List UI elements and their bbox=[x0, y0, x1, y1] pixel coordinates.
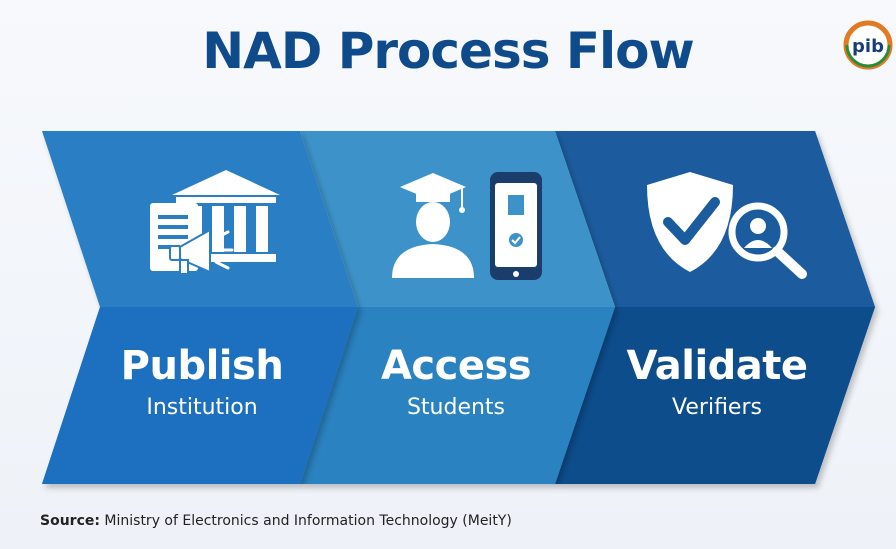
institution-publish-icon bbox=[150, 170, 280, 275]
verify-shield-icon bbox=[647, 172, 807, 279]
source-note: Source: Ministry of Electronics and Info… bbox=[40, 513, 512, 529]
student-mobile-icon bbox=[392, 172, 542, 280]
source-label: Source: bbox=[40, 513, 100, 529]
step-3-title: Validate bbox=[626, 343, 808, 389]
step-1-title: Publish bbox=[120, 343, 284, 389]
step-1-label: Publish Institution bbox=[82, 343, 322, 420]
source-text: Ministry of Electronics and Information … bbox=[104, 513, 512, 529]
step-2-label: Access Students bbox=[336, 343, 576, 420]
step-publish bbox=[42, 131, 358, 484]
step-1-subtitle: Institution bbox=[146, 395, 258, 420]
step-2-subtitle: Students bbox=[406, 395, 506, 420]
pib-logo: pib bbox=[843, 20, 893, 70]
step-3-label: Validate Verifiers bbox=[597, 343, 837, 420]
step-3-subtitle: Verifiers bbox=[672, 395, 762, 420]
step-2-title: Access bbox=[380, 343, 532, 389]
logo-text: pib bbox=[852, 36, 884, 57]
page-title: NAD Process Flow bbox=[202, 22, 694, 80]
